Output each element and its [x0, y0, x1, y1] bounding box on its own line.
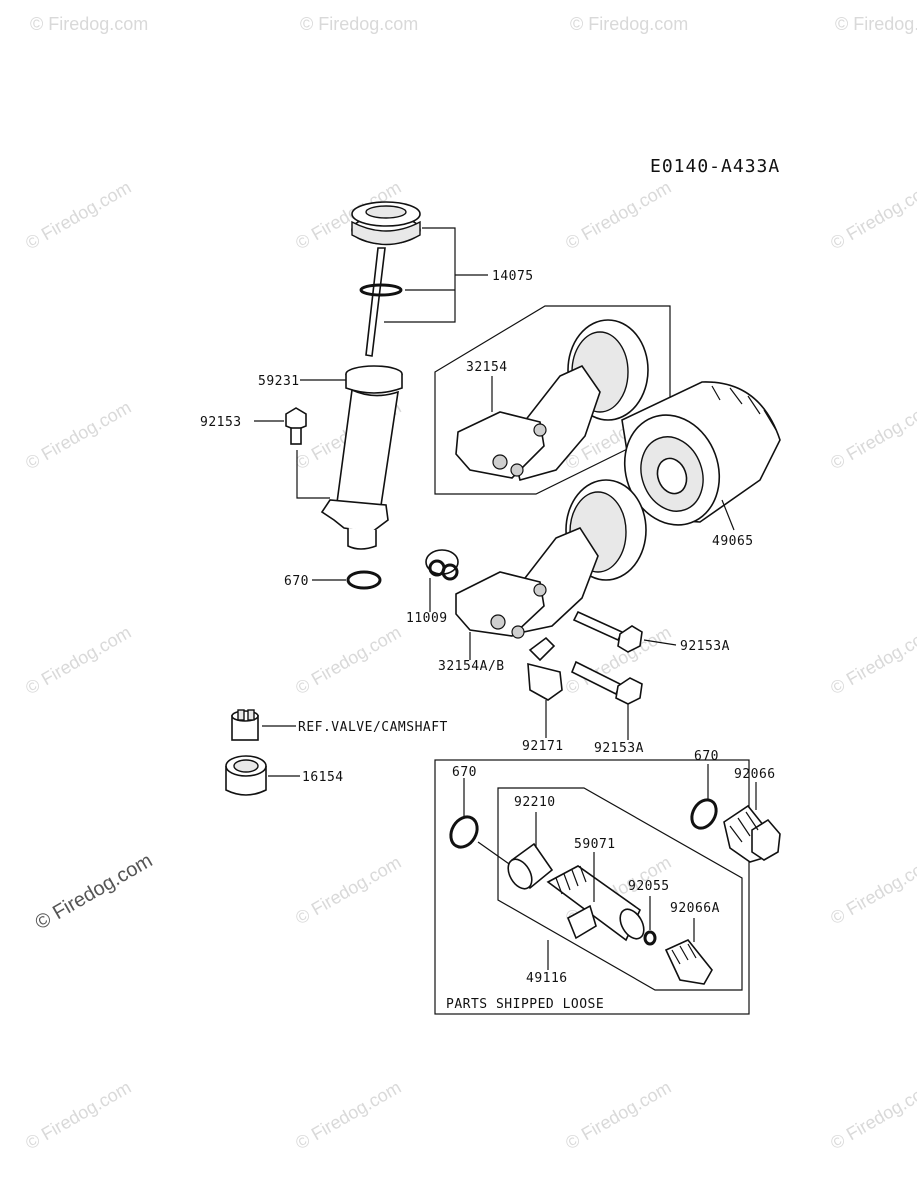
- diagram-code: E0140-A433A: [650, 156, 780, 177]
- watermark: © Firedog.com: [827, 852, 917, 928]
- part-label-49065: 49065: [712, 534, 754, 549]
- oil-filler-cap-dipstick: [351, 201, 421, 357]
- watermark: © Firedog.com: [300, 14, 418, 34]
- bolt-92153: [285, 407, 307, 445]
- nut-92210: [507, 842, 554, 890]
- watermark: © Firedog.com: [827, 622, 917, 698]
- part-label-670-left: 670: [284, 574, 309, 589]
- ref-valve-camshaft-label: REF.VALVE/CAMSHAFT: [298, 720, 448, 735]
- parts-shipped-loose-caption: PARTS SHIPPED LOOSE: [446, 997, 604, 1012]
- part-label-670-right: 670: [694, 749, 719, 764]
- watermark: © Firedog.com: [562, 1077, 674, 1153]
- ref-valve-camshaft-part: [231, 709, 259, 741]
- watermark: © Firedog.com: [292, 1077, 404, 1153]
- part-label-14075: 14075: [492, 269, 534, 284]
- part-label-59231: 59231: [258, 374, 300, 389]
- fitting-59071: [546, 865, 645, 942]
- part-label-92066: 92066: [734, 767, 776, 782]
- watermark: © Firedog.com: [292, 622, 404, 698]
- watermark-large: © Firedog.com: [32, 850, 157, 935]
- clip-92171: [527, 636, 563, 701]
- part-label-16154: 16154: [302, 770, 344, 785]
- bolt-92153a-upper: [572, 610, 643, 653]
- part-label-11009: 11009: [406, 611, 448, 626]
- part-label-92210: 92210: [514, 795, 556, 810]
- watermark: © Firedog.com: [22, 1077, 134, 1153]
- watermark: © Firedog.com: [827, 397, 917, 473]
- watermark: © Firedog.com: [827, 177, 917, 253]
- part-16154: [225, 755, 267, 796]
- watermark: © Firedog.com: [22, 177, 134, 253]
- watermark: © Firedog.com: [292, 852, 404, 928]
- plug-92066: [723, 804, 781, 863]
- watermark: © Firedog.com: [30, 14, 148, 34]
- part-label-49116: 49116: [526, 971, 568, 986]
- part-label-92066a: 92066A: [670, 901, 720, 916]
- oil-filler-tube: [320, 365, 403, 550]
- o-ring-670-right: [690, 798, 718, 830]
- parts-shipped-loose-box: [434, 759, 750, 1015]
- part-label-670-box: 670: [452, 765, 477, 780]
- watermark-grid: © Firedog.com © Firedog.com © Firedog.co…: [22, 14, 917, 1153]
- watermark: © Firedog.com: [570, 14, 688, 34]
- o-ring-670: [346, 570, 382, 590]
- o-ring-670-box: [449, 815, 479, 849]
- inner-assembly-outline: [497, 787, 743, 991]
- part-label-92153: 92153: [200, 415, 242, 430]
- o-ring-92055: [643, 930, 657, 946]
- part-label-32154ab: 32154A/B: [438, 659, 505, 674]
- part-label-32154: 32154: [466, 360, 508, 375]
- part-label-92055: 92055: [628, 879, 670, 894]
- part-label-92153a-upper: 92153A: [680, 639, 730, 654]
- watermark: © Firedog.com: [22, 397, 134, 473]
- o-rings-11009: [425, 549, 459, 581]
- oil-pump-32154ab: [455, 479, 647, 639]
- watermark: © Firedog.com: [562, 177, 674, 253]
- watermark: © Firedog.com: [22, 622, 134, 698]
- bolt-92153a-lower: [570, 660, 643, 705]
- watermark: © Firedog.com: [827, 1077, 917, 1153]
- part-label-92153a-lower: 92153A: [594, 741, 644, 756]
- oil-pump-housing-32154: [455, 319, 649, 481]
- watermark: © Firedog.com: [835, 14, 917, 34]
- part-label-92171: 92171: [522, 739, 564, 754]
- plug-92066a: [664, 939, 713, 985]
- oil-filter-49065: [621, 381, 781, 526]
- part-label-59071: 59071: [574, 837, 616, 852]
